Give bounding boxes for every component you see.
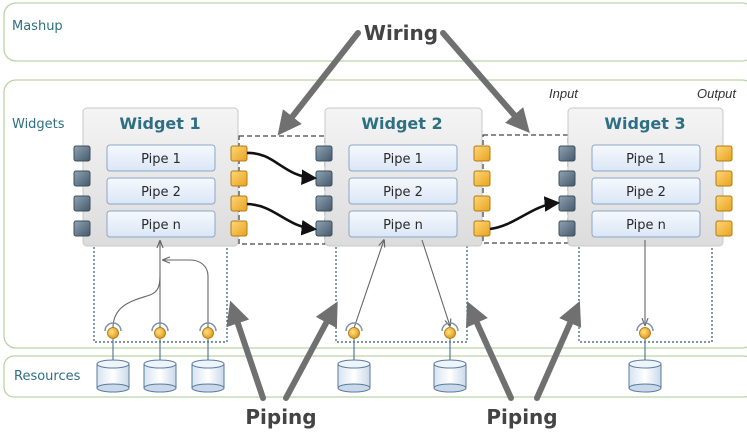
output-port — [715, 170, 733, 187]
widget-3: Widget 3 Pipe 1 Pipe 2 Pipe n — [558, 107, 733, 247]
widget-3-pipe-n: Pipe n — [591, 210, 701, 238]
output-port — [230, 220, 248, 237]
wiring-callout-label: Wiring — [364, 21, 438, 45]
widget-1-pipe-n: Pipe n — [106, 210, 216, 238]
pipe-label: Pipe 1 — [626, 152, 666, 167]
pipe-flow-arrow — [421, 239, 450, 326]
input-port — [315, 145, 333, 162]
input-port — [73, 170, 91, 187]
resource-connectors — [104, 322, 654, 362]
resources-lane: Resources — [3, 355, 747, 398]
output-port — [715, 145, 733, 162]
output-port — [473, 145, 491, 162]
database-icon — [191, 359, 225, 393]
output-port — [230, 145, 248, 162]
database-icon — [337, 359, 371, 393]
pipe-label: Pipe n — [383, 218, 423, 233]
output-port — [715, 220, 733, 237]
pipe-label: Pipe 2 — [626, 185, 666, 200]
resources-lane-label: Resources — [14, 369, 81, 384]
resource-databases — [96, 359, 662, 393]
output-port — [473, 170, 491, 187]
widget-1-title: Widget 1 — [119, 114, 200, 133]
pipe-flow-arrow — [163, 260, 209, 328]
output-label: Output — [697, 86, 737, 101]
pipe-label: Pipe 2 — [141, 185, 181, 200]
widget-2: Widget 2 Pipe 1 Pipe 2 Pipe n — [315, 107, 491, 247]
connector-plug-icon — [441, 322, 459, 339]
pipe-label: Pipe n — [141, 218, 181, 233]
database-icon — [628, 359, 662, 393]
piping-callout-label-right: Piping — [486, 405, 557, 429]
widget-1: Widget 1 Pipe 1 Pipe 2 Pipe n — [73, 107, 248, 247]
input-port — [315, 170, 333, 187]
output-port — [473, 220, 491, 237]
wire-arrow — [246, 151, 318, 185]
connector-plug-icon — [199, 322, 217, 339]
widget-3-title: Widget 3 — [604, 114, 685, 133]
input-port — [73, 195, 91, 212]
widget-2-pipe-n: Pipe n — [348, 210, 458, 238]
input-port — [73, 220, 91, 237]
wire-arrow — [246, 202, 318, 236]
input-port — [558, 195, 576, 212]
input-port — [315, 220, 333, 237]
output-port — [230, 170, 248, 187]
database-icon — [433, 359, 467, 393]
output-port — [473, 195, 491, 212]
input-port — [315, 195, 333, 212]
input-port — [73, 145, 91, 162]
pipe-label: Pipe 1 — [141, 152, 181, 167]
wire-arrow — [489, 196, 561, 231]
pipe-label: Pipe 1 — [383, 152, 423, 167]
input-port — [558, 145, 576, 162]
database-icon — [143, 359, 177, 393]
output-port — [230, 195, 248, 212]
connector-plug-icon — [345, 322, 363, 339]
mashup-lane: Mashup — [3, 2, 747, 62]
connector-plug-icon — [636, 322, 654, 339]
piping-callout-arrows — [226, 300, 582, 401]
input-label: Input — [549, 86, 579, 101]
input-port — [558, 220, 576, 237]
output-port — [715, 195, 733, 212]
pipe-label: Pipe n — [626, 218, 666, 233]
database-icon — [96, 359, 130, 393]
pipe-label: Pipe 2 — [383, 185, 423, 200]
wiring-callout-arrows — [277, 30, 530, 136]
input-port — [558, 170, 576, 187]
widget-2-title: Widget 2 — [361, 114, 442, 133]
widget-3-pipe-2: Pipe 2 — [591, 177, 701, 205]
connector-plug-icon — [151, 322, 169, 339]
widgets-lane-label: Widgets — [12, 117, 65, 132]
widget-2-pipe-2: Pipe 2 — [348, 177, 458, 205]
piping-callout-label-left: Piping — [245, 405, 316, 429]
connector-plug-icon — [104, 322, 122, 339]
widget-1-pipe-1: Pipe 1 — [106, 144, 216, 172]
widget-2-pipe-1: Pipe 1 — [348, 144, 458, 172]
pipe-flow-arrow — [353, 240, 384, 329]
widget-3-pipe-1: Pipe 1 — [591, 144, 701, 172]
mashup-lane-label: Mashup — [12, 19, 63, 34]
widget-1-pipe-2: Pipe 2 — [106, 177, 216, 205]
pipe-flow-line — [112, 275, 161, 329]
